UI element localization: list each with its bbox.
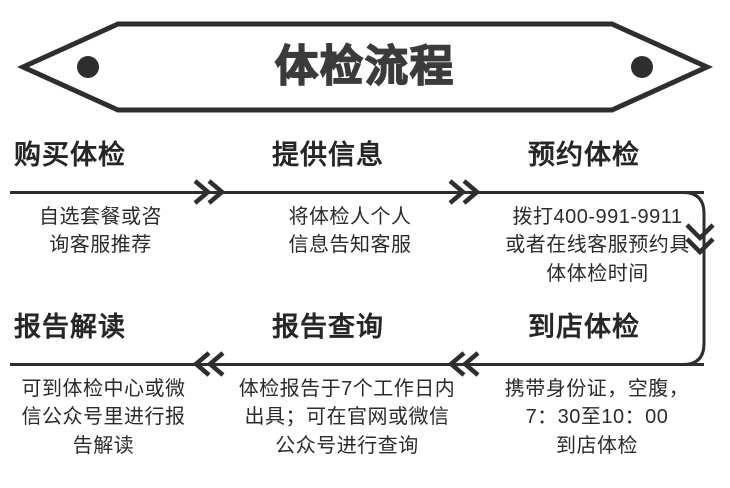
page-title: 体检流程 [274, 42, 455, 91]
step-4-body-block: 携带身份证，空腹， 7：30至10：00 到店体检 [486, 375, 708, 460]
step-2-body-block: 将体检人个人 信息告知客服 [250, 203, 450, 260]
step-3-body-block: 拨打400-991-9911 或者在线客服预约具 体体检时间 [490, 203, 705, 288]
step-2-body: 将体检人个人 信息告知客服 [288, 206, 412, 257]
step-1-header: 购买体检 [14, 140, 126, 170]
banner-dot-left-icon [77, 56, 99, 78]
chevron-left-1-icon [192, 351, 225, 377]
step-1-body: 自选套餐或咨 询客服推荐 [39, 206, 162, 257]
flow-line-bottom [10, 363, 704, 366]
flow-line-top [10, 191, 704, 194]
step-5-body-block: 体检报告于7个工作日内 出具；可在官网或微信 公众号进行查询 [216, 375, 478, 460]
step-5-body: 体检报告于7个工作日内 出具；可在官网或微信 公众号进行查询 [238, 378, 456, 457]
flow-row-2: 报告解读 报告查询 到店体检 [0, 310, 730, 356]
chevron-down-icon [685, 223, 715, 256]
row-1-headers: 购买体检 提供信息 预约体检 [0, 138, 730, 184]
step-3-body: 拨打400-991-9911 或者在线客服预约具 体体检时间 [505, 206, 690, 285]
step-6-body-block: 可到体检中心或微 信公众号里进行报 告解读 [6, 375, 201, 460]
chevron-left-2-icon [447, 351, 480, 377]
step-3-header: 预约体检 [528, 140, 640, 170]
banner-dot-right-icon [631, 56, 653, 78]
step-4-header: 到店体检 [528, 312, 640, 342]
chevron-right-2-icon [448, 179, 481, 205]
flow-row-1: 购买体检 提供信息 预约体检 [0, 138, 730, 184]
title-banner: 体检流程 [0, 18, 730, 116]
step-6-header: 报告解读 [14, 312, 126, 342]
step-4-body: 携带身份证，空腹， 7：30至10：00 到店体检 [504, 378, 690, 457]
step-6-body: 可到体检中心或微 信公众号里进行报 告解读 [21, 378, 186, 457]
step-1-body-block: 自选套餐或咨 询客服推荐 [8, 203, 193, 260]
step-2-header: 提供信息 [272, 140, 384, 170]
row-2-headers: 报告解读 报告查询 到店体检 [0, 310, 730, 356]
banner-shape-icon [16, 21, 714, 113]
chevron-right-1-icon [193, 179, 226, 205]
step-5-header: 报告查询 [272, 312, 384, 342]
